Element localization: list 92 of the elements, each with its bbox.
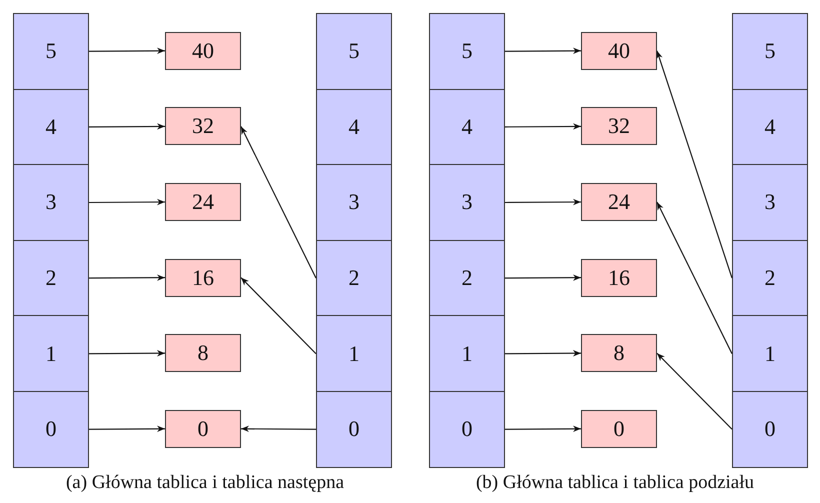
value-text: 8 [198, 340, 208, 366]
value-box [165, 410, 241, 448]
arrow [656, 352, 732, 430]
arrow [505, 350, 581, 356]
caption: (a) Główna tablica i tablica następna [64, 472, 345, 494]
value-text: 32 [608, 113, 630, 140]
array-cell [316, 13, 392, 90]
value-text: 0 [614, 416, 624, 442]
array-cell [316, 164, 392, 241]
index-text: 5 [46, 38, 56, 64]
array-cell [429, 164, 505, 241]
arrow [89, 198, 165, 206]
index-text: 1 [348, 340, 360, 367]
array-cell [316, 315, 392, 392]
index-text: 0 [348, 416, 360, 442]
arrow [89, 123, 165, 130]
value-text: 24 [608, 189, 630, 215]
arrow [89, 350, 165, 356]
value-text: 24 [192, 189, 214, 215]
index-text: 1 [462, 340, 472, 367]
arrow [505, 123, 581, 130]
array-cell [732, 391, 808, 468]
array-cell [429, 88, 505, 166]
value-text: 16 [608, 264, 630, 291]
array-cell [429, 391, 505, 468]
value-box [165, 32, 241, 70]
index-text: 2 [348, 265, 360, 292]
arrow [656, 50, 733, 278]
arrow [505, 48, 581, 54]
array-cell [316, 240, 392, 316]
array-cell [13, 88, 89, 166]
value-box [165, 183, 241, 221]
arrow [240, 277, 316, 354]
value-text: 32 [192, 113, 214, 140]
array-cell [429, 240, 505, 316]
index-text: 4 [764, 114, 776, 140]
arrow [240, 126, 316, 278]
array-cell [429, 13, 505, 90]
value-box [581, 258, 657, 297]
array-cell [732, 315, 808, 392]
index-text: 4 [46, 114, 56, 140]
value-box [581, 32, 657, 70]
arrow [241, 426, 316, 432]
arrow [89, 426, 165, 432]
value-box [581, 410, 657, 448]
array-cell [13, 391, 89, 468]
array-cell [13, 240, 89, 316]
array-cell [732, 88, 808, 166]
value-text: 16 [192, 264, 214, 291]
value-box [165, 334, 241, 372]
index-text: 0 [764, 416, 776, 442]
arrow [505, 274, 581, 281]
caption: (b) Główna tablica i tablica podziału [474, 472, 756, 494]
arrow [89, 274, 165, 281]
index-text: 3 [348, 189, 360, 216]
value-text: 8 [614, 340, 624, 366]
array-cell [316, 391, 392, 468]
value-text: 0 [198, 416, 208, 442]
index-text: 0 [462, 416, 472, 442]
index-text: 0 [46, 416, 56, 442]
array-cell [732, 240, 808, 316]
array-cell [13, 164, 89, 241]
array-cell [316, 88, 392, 166]
value-box [165, 258, 241, 297]
value-box [165, 107, 241, 146]
arrow [505, 426, 581, 432]
arrow [89, 48, 165, 54]
index-text: 2 [462, 265, 472, 292]
index-text: 4 [348, 114, 360, 140]
array-cell [732, 164, 808, 241]
value-text: 40 [608, 38, 630, 64]
index-text: 4 [462, 114, 472, 140]
index-text: 3 [764, 189, 776, 216]
array-cell [13, 13, 89, 90]
array-cell [13, 315, 89, 392]
index-text: 1 [764, 340, 776, 367]
array-cell [732, 13, 808, 90]
index-text: 2 [764, 265, 776, 292]
index-text: 3 [462, 189, 472, 216]
arrow [505, 198, 581, 206]
index-text: 5 [348, 38, 360, 64]
value-text: 40 [192, 38, 214, 64]
value-box [581, 107, 657, 146]
value-box [581, 183, 657, 221]
index-text: 5 [764, 38, 776, 64]
value-box [581, 334, 657, 372]
array-cell [429, 315, 505, 392]
arrow [656, 202, 732, 354]
index-text: 2 [46, 265, 56, 292]
index-text: 5 [462, 38, 472, 64]
index-text: 3 [46, 189, 56, 216]
index-text: 1 [46, 340, 56, 367]
